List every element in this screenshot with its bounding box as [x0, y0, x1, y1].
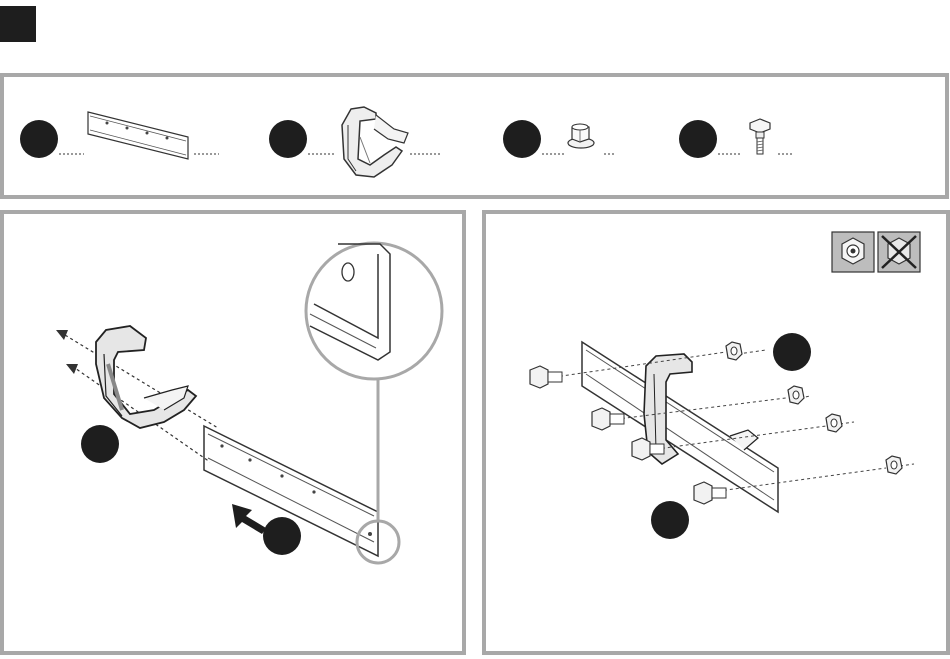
- part-callout-rail: [20, 120, 58, 158]
- nut-icon: [826, 414, 842, 432]
- part-bolt: [679, 119, 794, 158]
- guide-arrow: [66, 364, 78, 374]
- part-hanger: [269, 107, 440, 177]
- bolt-icon: [530, 366, 562, 388]
- parts-list-drawing: [4, 77, 950, 203]
- callout-hanger: [81, 425, 119, 463]
- nut-incorrect-icon: [878, 232, 920, 272]
- nut-correct-icon: [832, 232, 874, 272]
- bolt-icon: [592, 408, 624, 430]
- bolt-assembly-panel: [482, 210, 950, 655]
- hanger-drawing: [96, 326, 196, 428]
- carriage-bolt-icon: [750, 119, 770, 154]
- guide-line: [548, 352, 726, 378]
- slide-hanger-panel: [0, 210, 466, 655]
- callout-bolt: [651, 501, 689, 539]
- part-nut: [503, 120, 616, 158]
- parts-list-panel: [0, 73, 949, 199]
- hanger-part-icon: [342, 107, 408, 177]
- nut-icon: [726, 342, 742, 360]
- bolt-assembly-drawing: [486, 214, 950, 659]
- guide-arrow: [56, 330, 68, 340]
- part-callout-hanger: [269, 120, 307, 158]
- part-callout-nut: [503, 120, 541, 158]
- callout-rail: [263, 517, 301, 555]
- push-arrow-icon: [232, 504, 266, 534]
- bolt-icon: [694, 482, 726, 504]
- slide-hanger-drawing: [4, 214, 470, 659]
- callout-nut: [773, 333, 811, 371]
- step-number-badge: [0, 6, 36, 42]
- nut-icon: [886, 456, 902, 474]
- part-callout-bolt: [679, 120, 717, 158]
- nut-icon: [788, 386, 804, 404]
- part-rail: [20, 112, 219, 159]
- flange-nut-icon: [568, 124, 594, 148]
- rail-part-icon: [88, 112, 188, 159]
- detail-zoom-circle: [306, 243, 442, 379]
